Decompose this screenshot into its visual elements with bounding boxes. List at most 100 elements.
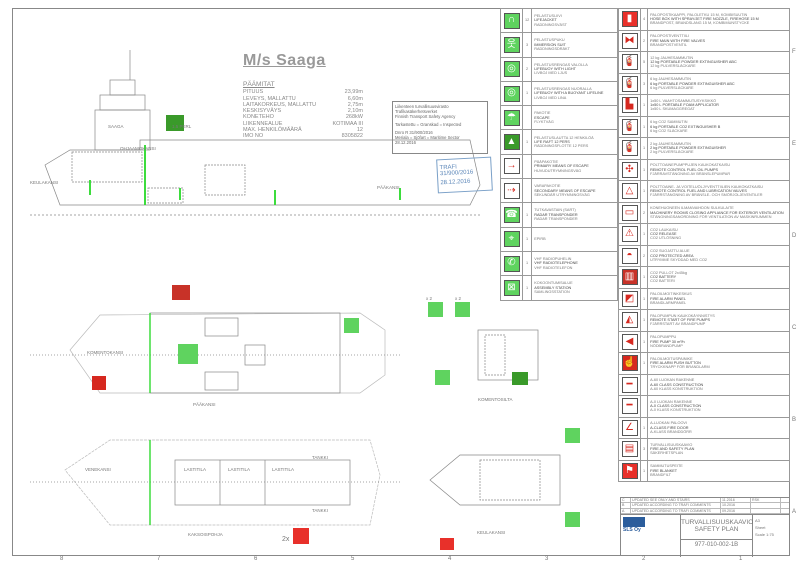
legend-count: 1	[639, 287, 649, 310]
legend-symbol-icon: ▥	[621, 269, 638, 286]
legend-line: PALOILMOITUSPAINIKE	[650, 356, 693, 361]
legend-symbol-icon: ▲	[503, 134, 520, 151]
legend-line: A-CLASS FIRE DOOR	[650, 425, 689, 430]
legend-count: 1	[521, 80, 533, 107]
double-bottom-plan	[30, 439, 400, 526]
dimension-label: LAITAKORKEUS, MALLATTU	[243, 101, 317, 108]
border-column-mark: 8	[60, 556, 64, 562]
stamp-line: TRAFI 31/900/2016	[439, 164, 474, 178]
legend-line: FIRE AND SAFETY PLAN	[650, 447, 695, 452]
legend-line: A-0 CLASS CONSTRUCTION	[650, 404, 702, 409]
legend-line: FIRE PUMP 30 m³/h	[650, 339, 685, 344]
legend-line: 1x50 L PORTABLE FOAM APPLICATOR	[650, 103, 719, 108]
legend-line: SEKUNDÄR UTRYMNINGSVÄG	[534, 192, 590, 197]
lifebuoy-icon	[344, 318, 359, 333]
legend-count: 4	[639, 8, 649, 31]
legend-line: KOKOONTUMISALUE	[534, 281, 573, 286]
legend-count: 1	[639, 352, 649, 375]
legend-line: REMOTE START OF FIRE PUMPS	[650, 318, 711, 323]
dimension-value: 23,99m	[344, 89, 363, 96]
legend-text: POLTTOAINE- JA VOITELUÖLJYVENTTIILIEN KA…	[647, 180, 790, 203]
legend-count: 1	[639, 330, 649, 353]
legend-line: PELASTUSRENGAS VALOLLA	[534, 62, 588, 67]
legend-line: 2 kg PULVERSLÄCKARE	[650, 150, 694, 155]
legend-count: 1	[521, 250, 533, 277]
legend-symbol-icon: ▭	[621, 204, 638, 221]
sheet-size: A3	[755, 518, 760, 523]
legend-line: ESCAPE	[534, 115, 550, 120]
co2-battery-icon	[172, 285, 190, 300]
legend-line: 6 kg CO2 SAMMUTIN	[650, 120, 688, 125]
label-cargo: LASTITILA	[228, 467, 251, 472]
count-label: 2x	[282, 536, 290, 543]
dimensions-title: PÄÄMITAT	[243, 81, 275, 88]
legend-count	[521, 153, 533, 180]
legend-line: CO2 PULLOT 2x45kg	[650, 270, 687, 275]
legend-count: 2	[639, 244, 649, 267]
assembly-station-icon	[178, 344, 198, 364]
legend-line: SAMLINGSSTATION	[534, 290, 570, 295]
revision-cell: A	[621, 508, 631, 513]
legend-symbol-icon: ⚠	[621, 226, 638, 243]
legend-line: A-0 KLASS KONSTRUKTION	[650, 408, 701, 413]
dimension-label: LIIKENNEALUE	[243, 120, 283, 127]
legend-line: TUTKAVASTAIN (SART)	[534, 208, 576, 213]
legend-line: LIVBOJ MED LINA	[534, 95, 567, 100]
revision-cell: UPDATED SEE ONLY AND STAIRS	[631, 498, 721, 503]
legend-line: KONEHUONEEN ILMANVAIHDON SULKULAITE	[650, 206, 734, 211]
border-column-mark: 4	[448, 556, 452, 562]
legend-line: LIFEBUOY WITH A BUOYANT LIFELINE	[534, 91, 604, 96]
sheet-info: A3 Sheet Scale 1:75	[753, 515, 789, 557]
border-row-mark: B	[792, 417, 797, 423]
legend-symbol-icon: ⇢	[503, 182, 520, 199]
legend-count: 1	[639, 94, 649, 117]
border-row-mark: F	[792, 49, 796, 55]
legend-line: REMOTE CONTROL FUEL AND LUBRICATION VALV…	[650, 189, 747, 194]
border-column-mark: 6	[254, 556, 258, 562]
legend-count: 3	[521, 32, 533, 58]
legend-symbol-icon: ⌖	[503, 231, 520, 248]
label-paakansi-side: PÄÄKANSI	[377, 185, 400, 190]
legend-symbol-icon: ⊠	[503, 279, 520, 296]
legend-line: PALOILMOITINKESKUS	[650, 292, 692, 297]
legend-line: VHF RADIOPUHELIN	[534, 257, 572, 261]
legend-line: 6 kg JAUHESAMMUTIN	[650, 77, 692, 82]
border-row-mark: E	[792, 141, 797, 147]
legend-symbol-icon: ✣	[621, 161, 638, 178]
dimension-label: LEVEYS, MALLATTU	[243, 95, 296, 102]
legend-line: FJÄRRSTART AV BRANDPUMP	[650, 322, 706, 327]
legend-line: TRYCKKNAPP FÖR BRANDLARM	[650, 365, 710, 370]
legend-line: SAMMUTUSPEITE	[650, 464, 683, 469]
count-label: x 2	[455, 296, 462, 301]
certificate-line: Tarkastettu = Granskad = Inspected	[395, 122, 462, 127]
legend-line: FLYKTVÄG	[534, 120, 554, 125]
legend-count: 3	[639, 72, 649, 95]
legend-line: UTRYMME SKYDDAD MED CO2	[650, 257, 708, 262]
legend-symbol-icon: →	[503, 158, 520, 175]
drawing-number: 977-010-002-1B	[681, 539, 752, 548]
legend-line: CO2 UTLÖSNING	[650, 236, 682, 241]
legend-line: PALOPUMPUN KAUKOKÄYNNISTYS	[650, 313, 715, 318]
title-en: SAFETY PLAN	[694, 526, 739, 533]
legend-line: EPIRB	[534, 237, 546, 242]
legend-line: POLTTOAINEPUMPPUJEN KAUKOKATKAISU	[650, 163, 731, 168]
legend-line: 12 kg PORTABLE POWDER EXTINGUISHER ABC	[650, 60, 737, 65]
legend-line: VARAPAKOTIE	[534, 184, 561, 189]
